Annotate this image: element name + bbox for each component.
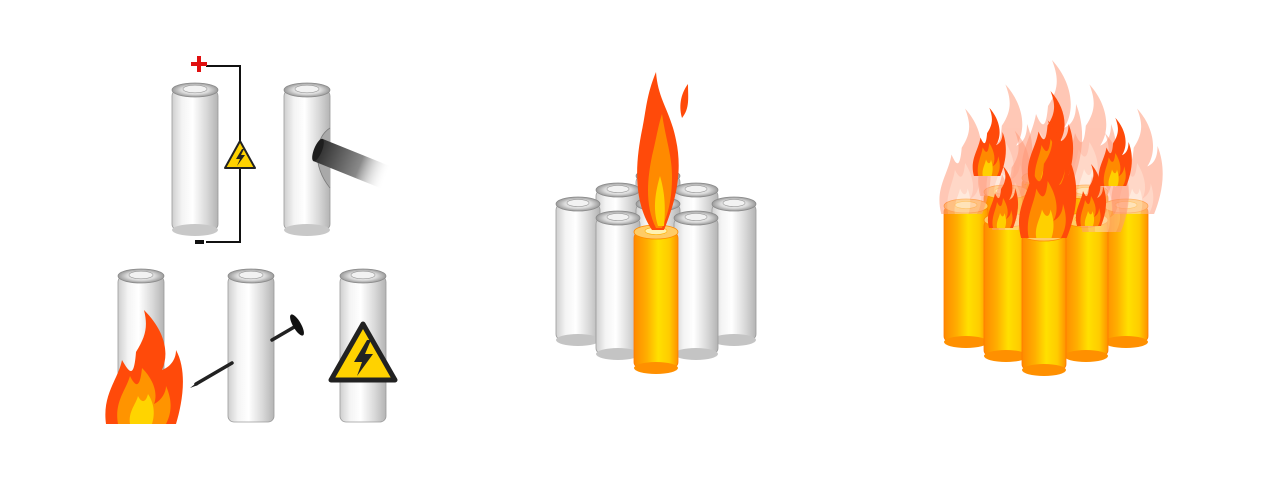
panel-pack-propagation xyxy=(939,60,1163,376)
flame-icon xyxy=(105,310,183,424)
panel-abuse-conditions xyxy=(105,56,398,424)
high-voltage-warning-icon xyxy=(328,321,398,383)
flame-icon xyxy=(939,108,991,214)
nail-penetration-scenario xyxy=(190,268,304,423)
flame-icon xyxy=(987,166,1019,228)
short-circuit-scenario xyxy=(171,56,256,244)
negative-terminal-icon xyxy=(195,240,204,244)
overcharge-scenario xyxy=(328,268,398,423)
flame-icon xyxy=(1019,120,1077,238)
battery-cell xyxy=(171,82,219,236)
crush-scenario xyxy=(283,82,392,236)
battery-cell xyxy=(711,196,757,346)
burning-battery-cell xyxy=(633,224,679,374)
burning-battery-cell xyxy=(1021,226,1067,376)
battery-cell xyxy=(555,196,601,346)
high-voltage-warning-icon xyxy=(224,140,256,169)
flame-icon xyxy=(1075,164,1107,226)
positive-terminal-icon xyxy=(191,56,207,72)
nail-icon xyxy=(190,314,304,388)
panel-single-cell-thermal-runaway xyxy=(555,72,757,374)
battery-cell xyxy=(283,82,331,236)
flame-icon xyxy=(972,107,1006,176)
battery-cell xyxy=(673,210,719,360)
flame-icon xyxy=(1098,117,1132,186)
battery-cell xyxy=(227,268,275,423)
crushing-rod-icon xyxy=(312,138,392,189)
battery-cell xyxy=(595,210,641,360)
external-heat-scenario xyxy=(105,268,183,424)
burning-battery-cell xyxy=(1063,212,1109,362)
burning-battery-cell xyxy=(943,198,989,348)
flame-icon xyxy=(637,72,689,230)
